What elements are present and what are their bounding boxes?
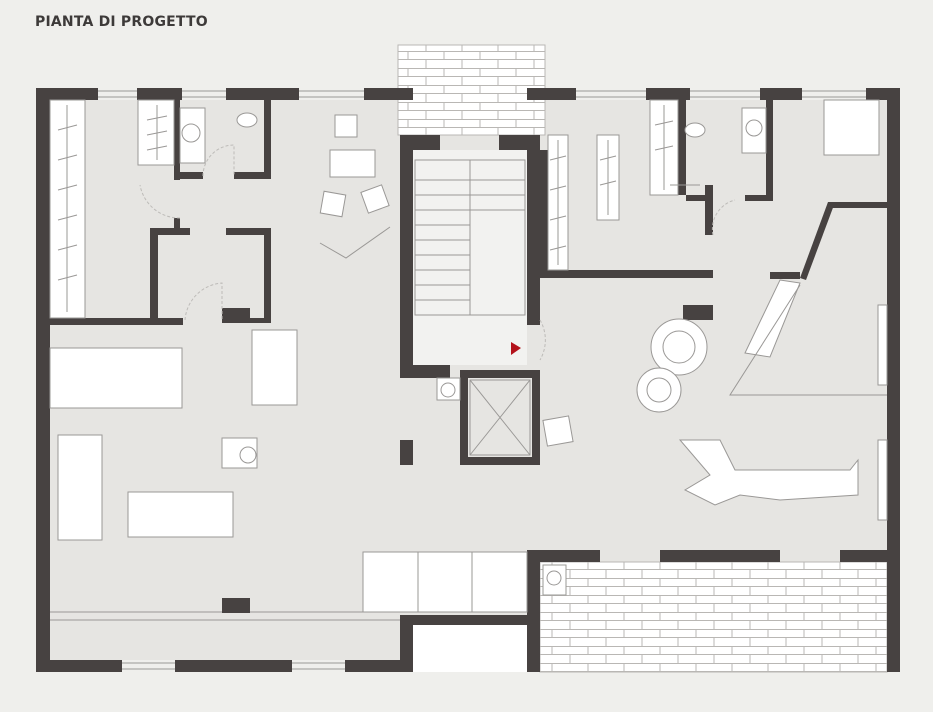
door-swings (139, 144, 736, 361)
page-title: PIANTA DI PROGETTO (35, 14, 208, 30)
wardrobes (49, 99, 700, 319)
windows (50, 90, 866, 670)
terrace-top (397, 44, 546, 136)
bottom-entry (413, 625, 527, 672)
staircase (414, 159, 526, 316)
walls (36, 88, 900, 672)
bathroom-fixtures (179, 107, 767, 596)
elevator (469, 379, 531, 456)
entrance-marker-icon (511, 342, 521, 355)
terrace-bottom (539, 561, 888, 673)
furniture (49, 99, 888, 613)
